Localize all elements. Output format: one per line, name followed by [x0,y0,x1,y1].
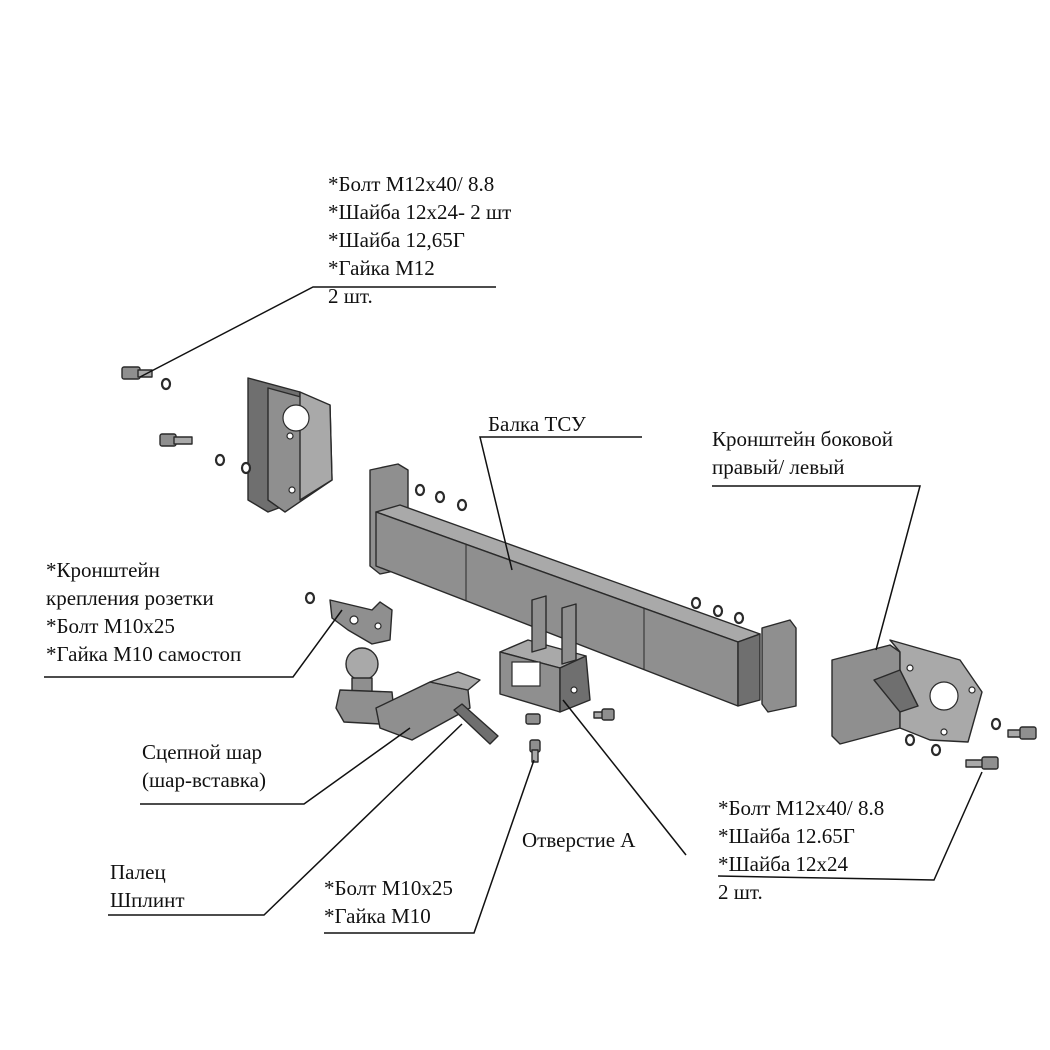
label-line: *Шайба 12,65Г [328,228,465,252]
label-line: *Болт М10х25 [46,614,175,638]
label-pin: Палец Шплинт [110,858,185,914]
top-left-fasteners [121,366,252,475]
label-line: (шар-вставка) [142,768,266,792]
right-fasteners [904,717,1037,770]
leader-tow-ball [140,727,411,805]
label-line: *Гайка М10 самостоп [46,642,242,666]
label-side-bracket: Кронштейн боковой правый/ левый [712,425,893,481]
label-top-fasteners: *Болт М12х40/ 8.8 *Шайба 12х24- 2 шт *Ша… [328,170,511,310]
leader-socket-bracket [44,609,343,678]
label-line: *Кронштейн [46,558,160,582]
leader-beam [479,436,642,571]
tow-ball-insert [335,647,499,745]
label-tow-ball: Сцепной шар (шар-вставка) [142,738,266,794]
label-line: 2 шт. [328,284,373,308]
label-bottom-fasteners: *Болт М10х25 *Гайка М10 [324,874,453,930]
label-line: правый/ левый [712,455,845,479]
label-socket-bracket: *Кронштейн крепления розетки *Болт М10х2… [46,556,241,668]
label-line: *Шайба 12х24- 2 шт [328,200,512,224]
beam-washers [414,483,745,625]
label-line: Отверстие А [522,828,636,852]
label-line: крепления розетки [46,586,214,610]
bottom-bolt-nut [525,708,615,763]
label-line: 2 шт. [718,880,763,904]
label-right-fasteners: *Болт М12х40/ 8.8 *Шайба 12.65Г *Шайба 1… [718,794,884,906]
label-line: *Шайба 12.65Г [718,824,855,848]
label-line: Кронштейн боковой [712,427,893,451]
leader-lines [44,286,983,934]
label-line: Балка ТСУ [488,412,586,436]
label-line: *Гайка М10 [324,904,431,928]
label-line: Палец [110,860,166,884]
socket-bracket [304,591,393,645]
label-line: Сцепной шар [142,740,263,764]
leader-hole-a [562,699,687,856]
right-side-bracket [831,639,983,745]
leader-right-fasteners [717,771,983,881]
label-line: *Шайба 12х24 [718,852,848,876]
label-hole-a: Отверстие А [522,826,635,854]
tow-bar-beam [369,463,797,713]
left-side-bracket [247,377,333,513]
leader-top-fasteners [139,286,496,378]
leader-pin [108,723,463,916]
label-line: *Болт М12х40/ 8.8 [718,796,885,820]
label-line: *Гайка М12 [328,256,435,280]
label-beam: Балка ТСУ [488,410,586,438]
leader-bottom-fasteners [324,759,535,934]
label-line: *Болт М10х25 [324,876,453,900]
label-line: Шплинт [110,888,185,912]
label-line: *Болт М12х40/ 8.8 [328,172,495,196]
leader-side-bracket [712,485,921,651]
